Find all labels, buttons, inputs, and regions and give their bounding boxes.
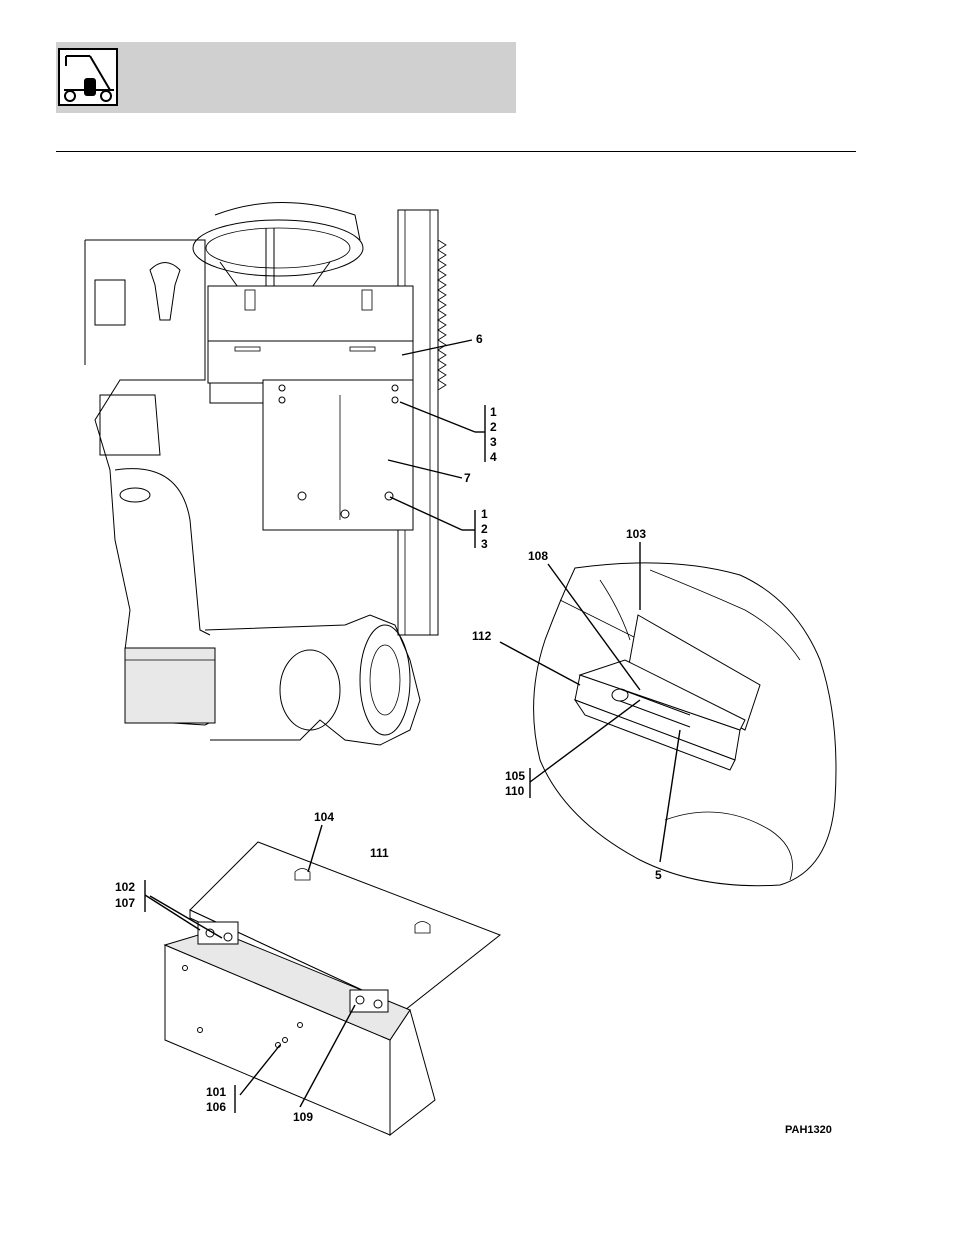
callout-106: 106 <box>206 1100 226 1114</box>
callout-group1-2: 2 <box>490 420 497 434</box>
machine-view <box>85 203 446 746</box>
figure-code: PAH1320 <box>785 1124 832 1136</box>
callout-111: 111 <box>370 846 389 860</box>
installed-toolbox-view <box>534 563 836 886</box>
callout-103: 103 <box>626 527 646 541</box>
callout-group1-4: 4 <box>490 450 497 464</box>
callout-group2-2: 2 <box>481 522 488 536</box>
callout-5: 5 <box>655 868 662 882</box>
callout-108: 108 <box>528 549 548 563</box>
callout-109: 109 <box>293 1110 313 1124</box>
callout-102: 102 <box>115 880 135 894</box>
callout-104: 104 <box>314 810 334 824</box>
callout-105: 105 <box>505 769 525 783</box>
callout-110: 110 <box>505 784 525 798</box>
callout-107: 107 <box>115 896 135 910</box>
callout-group1-3: 3 <box>490 435 497 449</box>
callout-group2-1: 1 <box>481 507 488 521</box>
callout-group2-3: 3 <box>481 537 488 551</box>
callout-101: 101 <box>206 1085 226 1099</box>
callout-112: 112 <box>472 629 492 643</box>
callout-6: 6 <box>476 332 483 346</box>
callout-group1-1: 1 <box>490 405 497 419</box>
callout-7: 7 <box>464 471 471 485</box>
